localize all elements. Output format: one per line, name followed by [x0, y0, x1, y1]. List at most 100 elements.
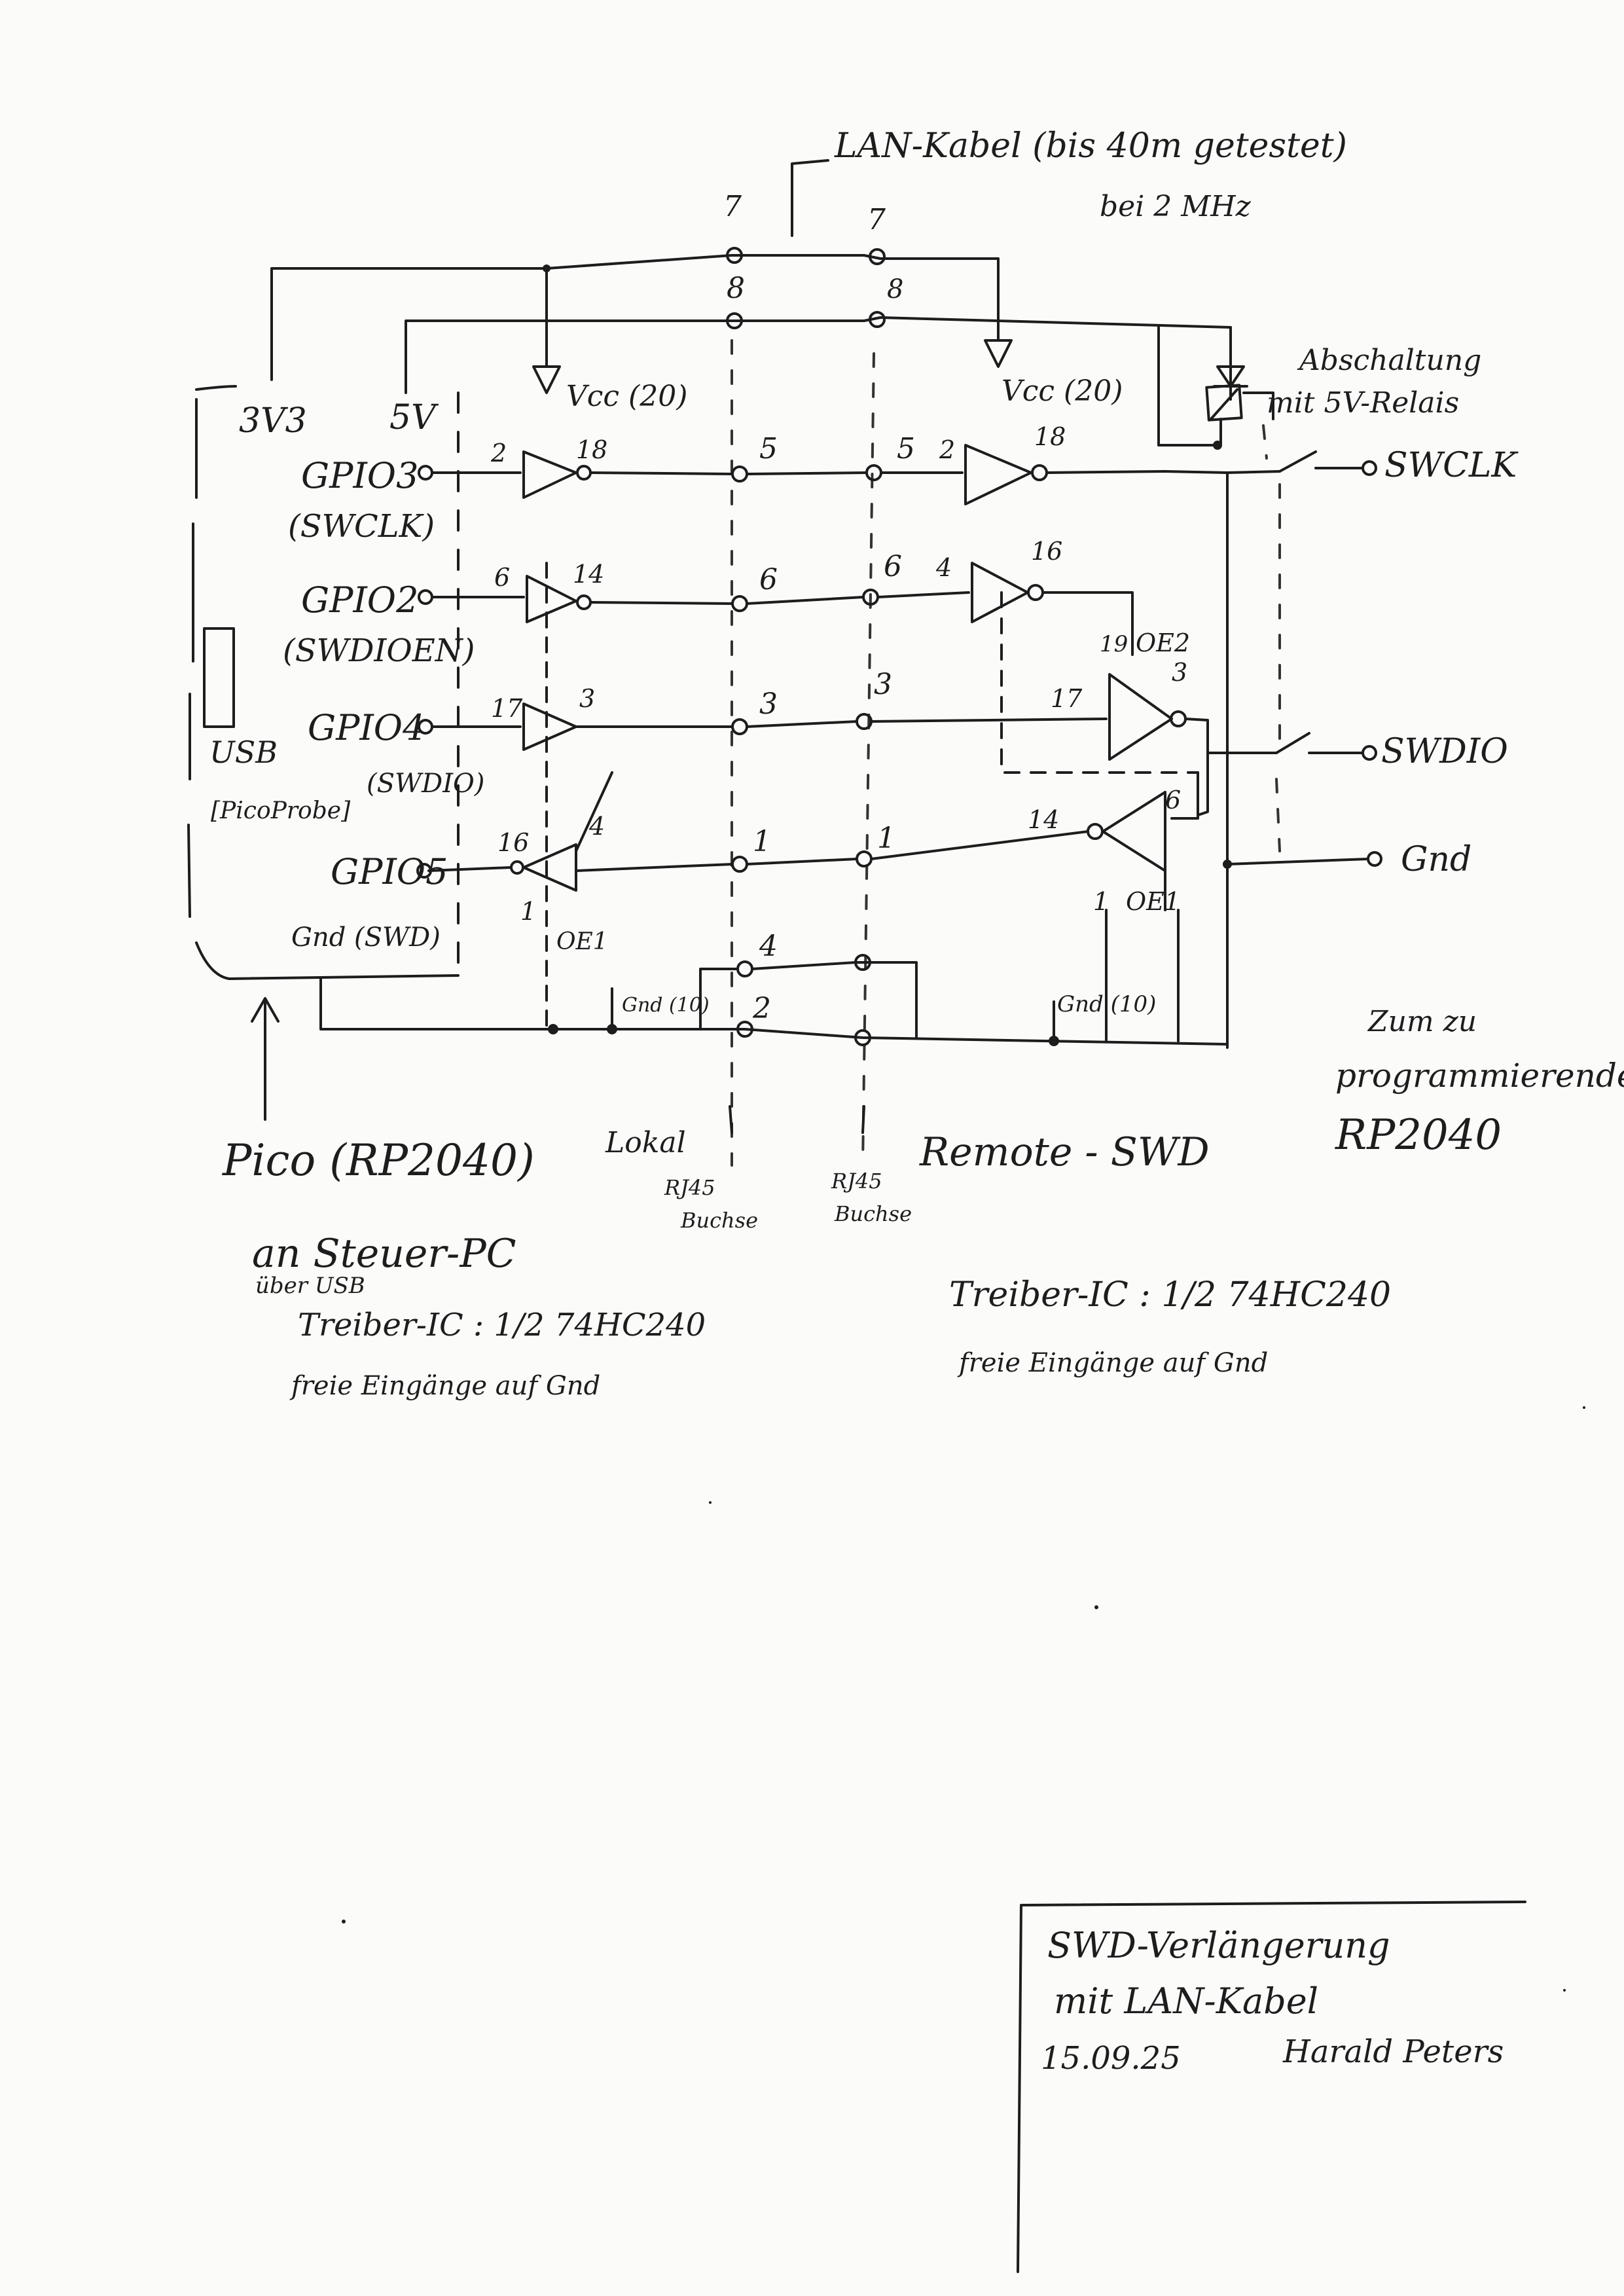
title-line-2: mit LAN-Kabel	[1054, 1980, 1318, 2022]
pin-number: 3	[874, 668, 892, 701]
pin-number: 8	[727, 272, 745, 305]
cable-title: LAN-Kabel (bis 40m getestet)	[834, 126, 1347, 166]
gnd-swd-label: Gnd (SWD)	[291, 922, 441, 953]
target-label-3: RP2040	[1335, 1111, 1502, 1159]
gnd10-remote-label: Gnd (10)	[1057, 991, 1156, 1017]
title-date: 15.09.25	[1041, 2040, 1181, 2077]
target-label-1: Zum zu	[1367, 1005, 1477, 1038]
gnd10-local-label: Gnd (10)	[622, 994, 710, 1017]
pin-number: 14	[1028, 805, 1059, 834]
usb-connector-icon	[203, 627, 235, 728]
pin-number: 1	[1093, 887, 1109, 916]
pin-number: 2	[939, 435, 955, 464]
local-notes: an Steuer-PC über USB Treiber-IC : 1/2 7…	[252, 1231, 706, 1401]
usb-labels: USB [PicoProbe]	[209, 735, 351, 824]
pin-number: 3	[1172, 658, 1187, 687]
gnd10-labels: Gnd (10) Gnd (10)	[622, 991, 1156, 1017]
note-treiber-ic-local: Treiber-IC : 1/2 74HC240	[298, 1307, 706, 1343]
pin-number: 6	[1165, 786, 1181, 814]
oe1-remote-label: OE1	[1126, 887, 1180, 916]
signal-wiring	[319, 444, 1382, 1049]
pin-number: 1	[753, 825, 771, 858]
pin-number: 8	[887, 274, 903, 304]
pin-number: 19	[1100, 631, 1128, 657]
cable-pin-numbers: 7 7 8 8 5 5 6 6 3 3 1 1 4 2	[723, 190, 915, 1025]
remote-notes: Treiber-IC : 1/2 74HC240 freie Eingänge …	[949, 1275, 1391, 1378]
pin-number: 7	[723, 190, 742, 223]
title-author: Harald Peters	[1282, 2033, 1504, 2070]
lokal-label: Lokal	[605, 1126, 686, 1159]
pin-number: 3	[759, 687, 778, 721]
cable-speed: bei 2 MHz	[1100, 190, 1252, 223]
pin-number: 4	[759, 930, 778, 963]
pico-board-outline	[187, 385, 460, 980]
section-labels: Pico (RP2040) Lokal Remote - SWD RJ45 Bu…	[222, 997, 1624, 1233]
oe1-local-label: OE1	[556, 928, 608, 955]
note-freie-eingaenge-remote: freie Eingänge auf Gnd	[957, 1348, 1268, 1378]
swclk-label: SWCLK	[1384, 446, 1519, 485]
pin-number: 16	[1031, 537, 1062, 566]
pin-number: 5	[759, 432, 778, 465]
rj45-remote-label: RJ45	[831, 1169, 882, 1194]
pico-label: Pico (RP2040)	[222, 1135, 535, 1186]
note-steuer-pc: an Steuer-PC	[252, 1231, 516, 1277]
scan-specks	[342, 1406, 1585, 1992]
pin-number: 14	[573, 560, 604, 589]
gpio5-label: GPIO5	[331, 851, 448, 892]
pin-number: 3	[579, 684, 595, 713]
pin-number: 5	[897, 432, 915, 465]
swdio-label: SWDIO	[1381, 732, 1508, 771]
picoprobe-label: [PicoProbe]	[211, 797, 351, 824]
rj45-local-label: RJ45	[664, 1175, 715, 1200]
relay-label-1: Abschaltung	[1297, 344, 1481, 377]
gpio3-sublabel: (SWCLK)	[288, 508, 435, 545]
label-5v: 5V	[389, 398, 439, 437]
label-3v3: 3V3	[239, 401, 307, 441]
pin-number: 17	[491, 694, 523, 723]
gpio3-label: GPIO3	[301, 455, 418, 496]
pin-number: 4	[935, 553, 952, 582]
remote-ic-pin-numbers: 2 18 4 16 19 17 3 14 6 1	[935, 422, 1187, 916]
cable-terminals	[726, 247, 886, 1046]
title-line-1: SWD-Verlängerung	[1047, 1925, 1390, 1966]
pin-number: 1	[520, 897, 536, 926]
pin-number: 6	[494, 563, 510, 592]
relay-labels: Abschaltung mit 5V-Relais	[1267, 344, 1481, 420]
pin-number: 1	[877, 822, 895, 855]
gpio4-sublabel: (SWDIO)	[367, 769, 484, 799]
label-vcc-remote: Vcc (20)	[1001, 374, 1123, 408]
note-ueber-usb: über USB	[255, 1273, 365, 1299]
pin-number: 18	[576, 435, 607, 464]
gpio2-label: GPIO2	[301, 579, 418, 621]
pin-number: 2	[752, 992, 771, 1025]
pin-number: 18	[1034, 422, 1066, 451]
supply-labels: 3V3 5V Vcc (20) Vcc (20)	[239, 374, 1123, 441]
usb-label: USB	[209, 735, 278, 770]
pin-number: 6	[759, 563, 778, 596]
label-vcc-local: Vcc (20)	[566, 380, 687, 413]
pin-number: 17	[1051, 684, 1083, 713]
title-block: SWD-Verlängerung mit LAN-Kabel 15.09.25 …	[1017, 1901, 1526, 2273]
local-pin-labels: GPIO3 (SWCLK) GPIO2 (SWDIOEN) GPIO4 (SWD…	[283, 455, 484, 953]
relay-label-2: mit 5V-Relais	[1267, 386, 1459, 420]
gpio2-sublabel: (SWDIOEN)	[283, 632, 475, 669]
buchse-local-label: Buchse	[680, 1208, 758, 1233]
pin-number: 16	[497, 828, 529, 857]
note-freie-eingaenge-local: freie Eingänge auf Gnd	[289, 1371, 600, 1401]
pin-number: 6	[884, 550, 902, 583]
oe2-label: OE2	[1136, 629, 1190, 657]
buchse-remote-label: Buchse	[834, 1201, 912, 1226]
remote-pin-labels: SWCLK SWDIO Gnd	[1381, 446, 1519, 879]
pin-number: 7	[867, 203, 886, 236]
gpio4-label: GPIO4	[308, 707, 425, 748]
note-treiber-ic-remote: Treiber-IC : 1/2 74HC240	[949, 1275, 1391, 1315]
local-ic-pin-numbers: 2 18 6 14 17 3 16 4 1	[490, 435, 607, 926]
relay-icon	[1157, 326, 1274, 460]
pin-number: 4	[588, 812, 605, 841]
target-label-2: programmierenden	[1335, 1057, 1624, 1095]
pin-number: 2	[490, 439, 507, 467]
oe-labels: OE1 OE1 OE2	[556, 629, 1190, 955]
cable-annotation: LAN-Kabel (bis 40m getestet) bei 2 MHz	[791, 126, 1347, 237]
gnd-remote-label: Gnd	[1401, 840, 1471, 879]
